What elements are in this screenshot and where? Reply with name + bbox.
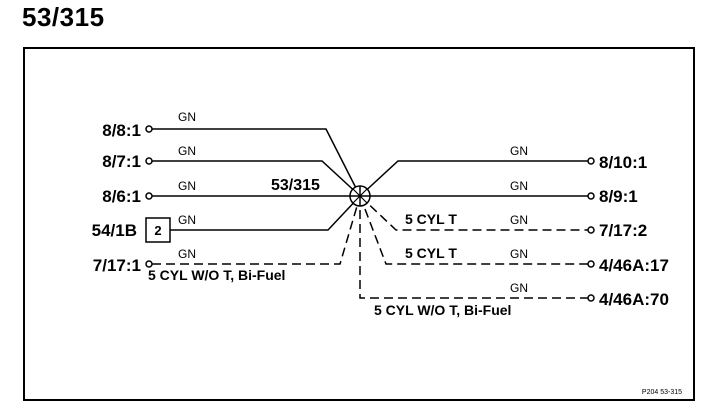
left-connector-8-8-1[interactable]: 8/8:1 GN xyxy=(102,110,361,197)
terminal-dot xyxy=(145,192,153,200)
right-connector-7-17-2[interactable]: 7/17:2 GN 5 CYL T xyxy=(359,195,647,240)
wire-color-label: GN xyxy=(178,213,196,227)
wire-color-label: GN xyxy=(510,247,528,261)
connector-label: 7/17:1 xyxy=(93,256,141,275)
wire-color-label: GN xyxy=(510,281,528,295)
option-note: 5 CYL W/O T, Bi-Fuel xyxy=(148,267,285,283)
wire-color-label: GN xyxy=(510,213,528,227)
splice-53-315[interactable]: 53/315 xyxy=(271,177,371,207)
wire-solid xyxy=(359,160,588,197)
wire-dashed xyxy=(359,195,588,265)
right-connector-4-46a-17[interactable]: 4/46A:17 GN 5 CYL T xyxy=(359,195,669,275)
wire-color-label: GN xyxy=(510,144,528,158)
wire-dashed xyxy=(152,195,361,265)
terminal-dot xyxy=(587,260,595,268)
wire-color-label: GN xyxy=(178,247,196,261)
connector-label: 4/46A:70 xyxy=(599,290,669,309)
page-title: 53/315 xyxy=(22,2,105,32)
left-connector-54-1b[interactable]: 54/1B 2 GN xyxy=(92,195,361,243)
terminal-dot xyxy=(587,294,595,302)
terminal-dot xyxy=(145,125,153,133)
connector-label: 7/17:2 xyxy=(599,221,647,240)
connector-label: 8/7:1 xyxy=(102,152,141,171)
terminal-dot xyxy=(145,157,153,165)
splice-cross-d2 xyxy=(352,188,368,204)
connector-label: 8/8:1 xyxy=(102,121,141,140)
left-connector-7-17-1[interactable]: 7/17:1 GN 5 CYL W/O T, Bi-Fuel xyxy=(93,195,361,283)
connector-label: 8/9:1 xyxy=(599,187,638,206)
left-connector-8-6-1[interactable]: 8/6:1 GN xyxy=(102,179,360,206)
wire-solid xyxy=(170,195,361,231)
diagram-frame xyxy=(23,47,695,401)
terminal-dot xyxy=(587,226,595,234)
right-connector-8-10-1[interactable]: 8/10:1 GN xyxy=(359,144,647,197)
option-note: 5 CYL T xyxy=(405,245,457,261)
terminal-dot xyxy=(587,192,595,200)
option-note: 5 CYL W/O T, Bi-Fuel xyxy=(374,302,511,318)
wire-solid xyxy=(152,160,361,197)
wire-solid xyxy=(152,128,361,197)
left-connector-8-7-1[interactable]: 8/7:1 GN xyxy=(102,144,361,197)
wire-dashed xyxy=(359,195,588,231)
right-connector-8-9-1[interactable]: 8/9:1 GN xyxy=(360,179,638,206)
wire-color-label: GN xyxy=(510,179,528,193)
splice-label: 53/315 xyxy=(271,177,320,194)
wire-dashed xyxy=(359,196,588,299)
pin-number: 2 xyxy=(154,223,161,238)
wire-color-label: GN xyxy=(178,179,196,193)
connector-label: 8/6:1 xyxy=(102,187,141,206)
terminal-dot xyxy=(587,157,595,165)
wire-color-label: GN xyxy=(178,144,196,158)
option-note: 5 CYL T xyxy=(405,211,457,227)
connector-label: 8/10:1 xyxy=(599,153,647,172)
connector-label: 54/1B xyxy=(92,221,137,240)
connector-label: 4/46A:17 xyxy=(599,256,669,275)
right-connector-4-46a-70[interactable]: 4/46A:70 GN 5 CYL W/O T, Bi-Fuel xyxy=(359,196,669,318)
figure-code: P204 53-315 xyxy=(642,389,682,396)
wire-color-label: GN xyxy=(178,110,196,124)
